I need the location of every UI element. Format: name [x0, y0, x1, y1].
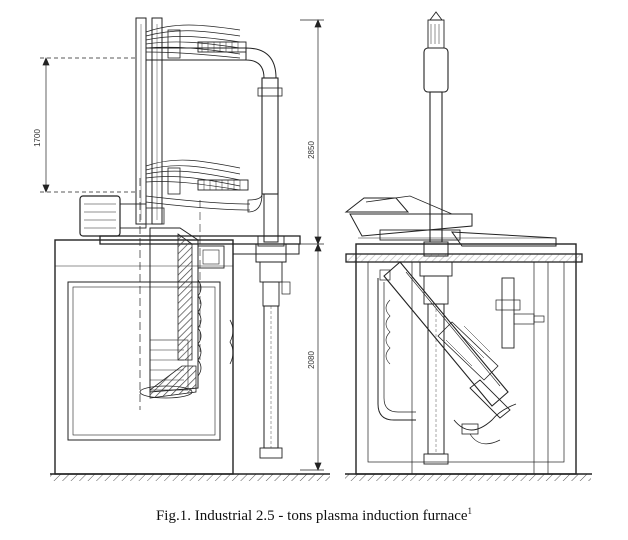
furnace-body: [54, 239, 234, 475]
electrode-column: [419, 11, 453, 465]
ground-hatch-right: [345, 474, 591, 481]
front-view: [344, 11, 592, 481]
plasma-torch-mast: [135, 17, 251, 225]
dimension-1700-label: 1700: [33, 129, 42, 147]
inclined-crucible: [383, 261, 511, 419]
dimension-lines: [40, 19, 324, 471]
furnace-housing-front: [355, 243, 577, 475]
ground-hatch-left: [50, 474, 330, 481]
caption-text: Fig.1. Industrial 2.5 - tons plasma indu…: [155, 508, 468, 524]
figure-caption: Fig.1. Industrial 2.5 - tons plasma indu…: [0, 506, 628, 525]
supply-pipe: [145, 47, 285, 247]
dimension-2850-label: 2850: [307, 141, 316, 159]
crucible-section: [139, 227, 199, 399]
furnace-technical-drawing: 1700 2850 2080: [33, 11, 592, 481]
roof-tilt-assembly: [344, 195, 557, 247]
dimension-2080-label: 2080: [307, 351, 316, 369]
side-view: [40, 17, 330, 481]
electrode-guide: [255, 243, 291, 459]
caption-reference: 1: [467, 506, 473, 516]
drive-motor: [79, 195, 165, 237]
